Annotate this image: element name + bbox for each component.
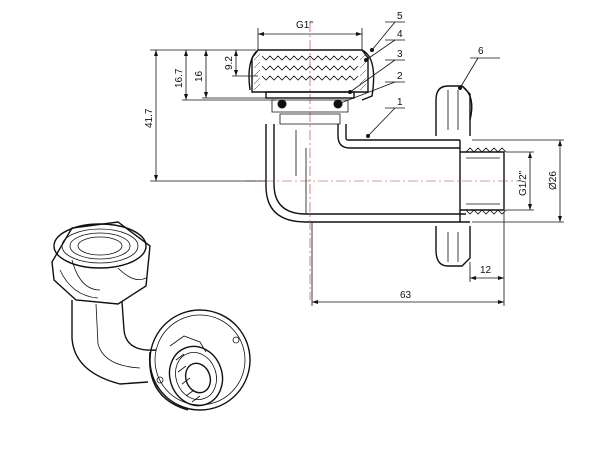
rosette-plate <box>435 85 473 267</box>
callout-1: 1 <box>397 97 403 108</box>
section-view <box>246 22 520 300</box>
dim-thread-top: G1" <box>296 20 313 31</box>
dim-thread-outlet: G1/2" <box>518 170 529 196</box>
dim-length-total: 63 <box>400 290 412 301</box>
dim-height-a: 16.7 <box>174 68 185 88</box>
callout-6: 6 <box>478 46 484 57</box>
elbow-body <box>265 124 470 223</box>
dim-height-c: 9.2 <box>224 56 235 70</box>
dimension-lines <box>150 28 564 306</box>
dim-diameter-outlet: Ø26 <box>548 171 559 190</box>
dim-thread-length: 12 <box>480 265 492 276</box>
callout-4: 4 <box>397 29 403 40</box>
callout-5: 5 <box>397 11 403 22</box>
dim-height-b: 16 <box>194 70 205 82</box>
dim-height-total: 41.7 <box>144 108 155 128</box>
callout-leaders <box>336 21 500 138</box>
callout-3: 3 <box>397 49 403 60</box>
isometric-view <box>51 221 251 411</box>
callout-2: 2 <box>397 71 403 82</box>
